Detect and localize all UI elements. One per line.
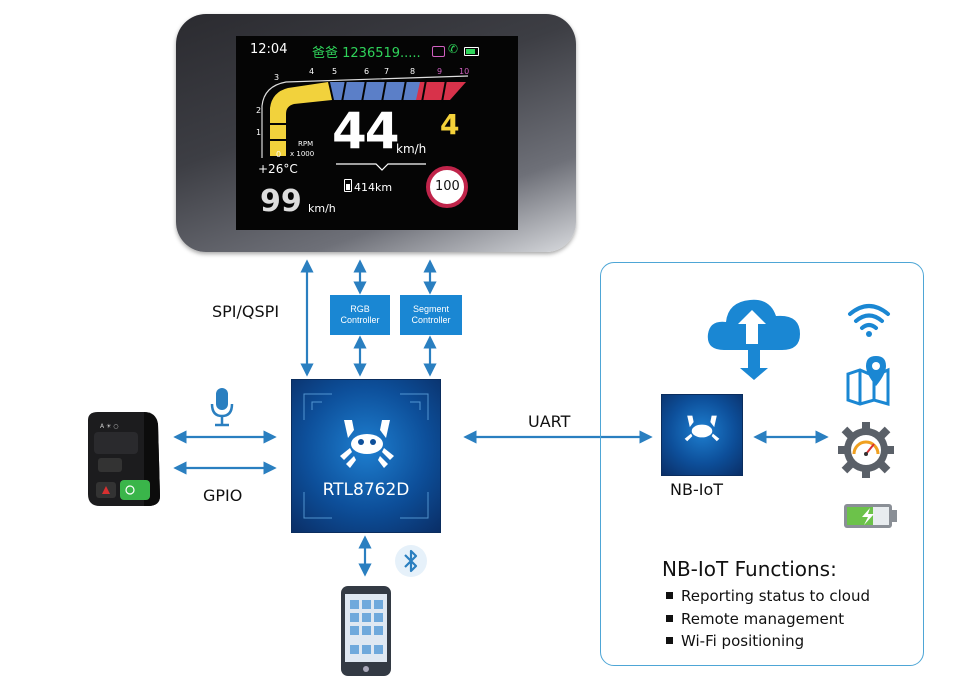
nbiot-function-text: Reporting status to cloud: [681, 587, 870, 605]
battery-range-icon: [344, 179, 352, 192]
rpm-tick: 4: [309, 67, 315, 76]
speed-unit: km/h: [396, 142, 427, 156]
nbiot-chip: [662, 395, 742, 475]
temperature: +26°C: [258, 162, 298, 176]
clock: 12:04: [250, 42, 288, 57]
nbiot-label: NB-IoT: [670, 480, 723, 499]
rpm-tick: 9: [437, 67, 443, 76]
wifi-icon: [848, 304, 890, 337]
message-icon: [432, 46, 445, 57]
smartphone-icon: [341, 586, 391, 676]
rpm-tick: 8: [410, 67, 416, 76]
speed-value: 44: [332, 102, 400, 160]
rpm-tick: 5: [332, 67, 338, 76]
rgb-controller: RGB Controller: [330, 295, 390, 335]
dashboard-screen: 12:04 爸爸 1236519..... ✆ 3 4 5 6: [236, 36, 518, 230]
microphone-icon: [210, 388, 234, 427]
rpm-tick: 3: [274, 73, 280, 82]
rtl8762d-chip: RTL8762D: [292, 380, 440, 532]
segment-controller-label: Segment Controller: [411, 304, 451, 325]
rpm-gauge: [261, 75, 469, 208]
rpm-label: RPM: [298, 140, 314, 148]
nbiot-function-text: Remote management: [681, 610, 845, 628]
rpm-tick: 1: [256, 128, 262, 137]
range-value: 414km: [354, 181, 393, 194]
rpm-tick: 6: [364, 67, 370, 76]
gear-gauge-icon: [838, 422, 894, 478]
realtek-crab-logo: [684, 415, 720, 442]
nbiot-function-text: Wi-Fi positioning: [681, 632, 805, 650]
gear-indicator: 4: [440, 108, 460, 141]
segment-controller: Segment Controller: [400, 295, 462, 335]
nbiot-functions-title: NB-IoT Functions:: [662, 557, 837, 581]
chip-traces: [303, 393, 429, 519]
gpio-label: GPIO: [203, 486, 243, 505]
rgb-controller-label: RGB Controller: [340, 304, 380, 325]
phone-icon: ✆: [448, 42, 459, 56]
battery-icon: [464, 47, 479, 56]
cloud-sync-icon: [707, 299, 800, 380]
caller-id: 爸爸 1236519.....: [312, 46, 421, 61]
nbiot-function-item: Reporting status to cloud: [666, 587, 870, 605]
speed-limit: 100: [435, 179, 460, 194]
rpm-tick: 2: [256, 106, 262, 115]
uart-label: UART: [528, 412, 571, 431]
average-speed: 99: [260, 184, 302, 219]
realtek-crab-logo: [340, 420, 394, 468]
chip-name: RTL8762D: [322, 480, 410, 500]
map-pin-icon: [846, 356, 890, 406]
nbiot-panel: [600, 262, 924, 666]
nbiot-function-item: Remote management: [666, 610, 844, 628]
bluetooth-icon: [395, 545, 427, 577]
rpm-zero: 0: [276, 150, 282, 159]
svg-text:A ☀ ○: A ☀ ○: [100, 423, 119, 430]
average-speed-unit: km/h: [308, 202, 336, 215]
nbiot-function-item: Wi-Fi positioning: [666, 632, 804, 650]
rpm-tick: 7: [384, 67, 390, 76]
handlebar-switch-icon: A ☀ ○: [88, 412, 160, 506]
battery-charging-icon: [844, 504, 897, 528]
rpm-multiplier: x 1000: [290, 150, 315, 158]
spi-label: SPI/QSPI: [212, 302, 280, 321]
rpm-tick: 10: [459, 67, 470, 76]
